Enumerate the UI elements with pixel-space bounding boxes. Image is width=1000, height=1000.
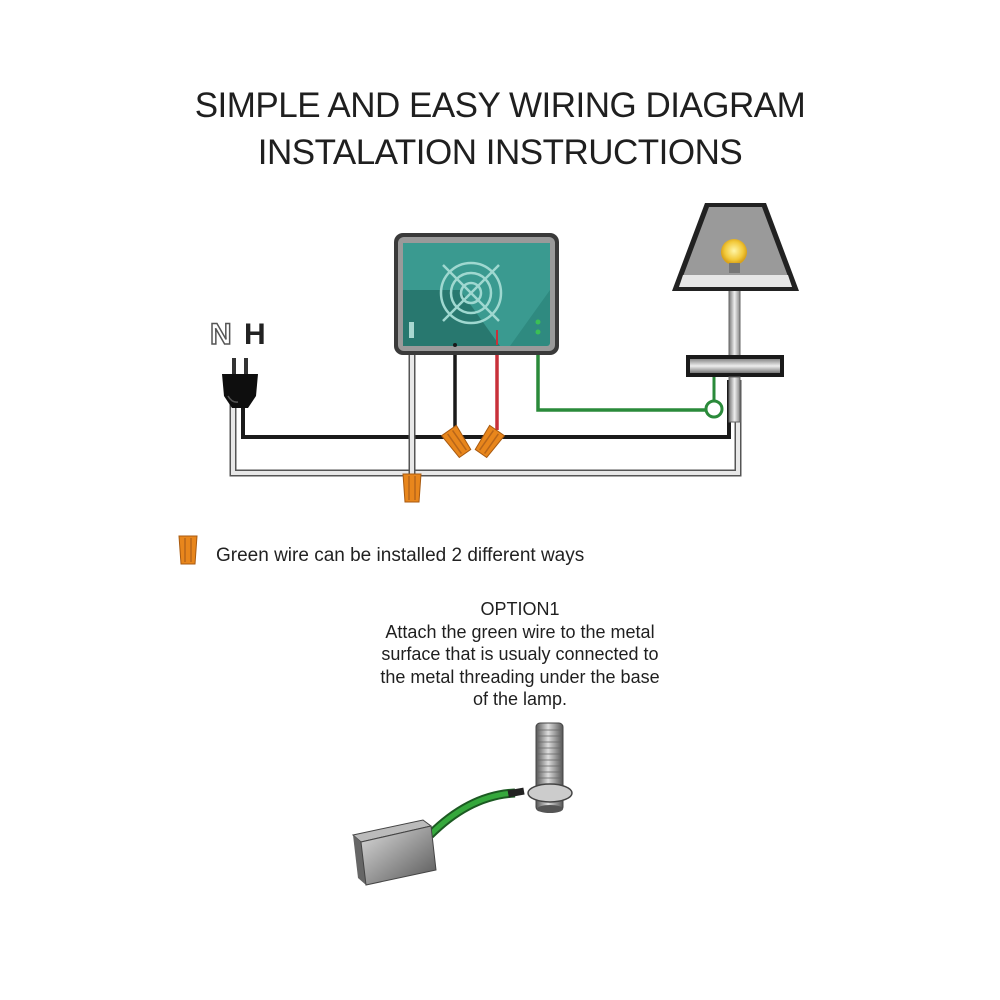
- option1-heading: OPTION1: [480, 599, 560, 619]
- green-wire: [428, 790, 516, 837]
- device-label-mark: [409, 322, 414, 338]
- ground-wire: [536, 330, 708, 412]
- wire-nut-icon: [178, 535, 198, 565]
- neutral-label: N: [209, 317, 232, 352]
- wire-nut-neutral: [402, 473, 422, 503]
- option1-line: of the lamp.: [472, 689, 568, 709]
- light-bulb-icon: [721, 239, 747, 265]
- neutral-wire: [229, 380, 742, 477]
- option1-illustration: [351, 722, 573, 886]
- option1-line: Attach the green wire to the metal: [385, 621, 655, 642]
- lamp: [672, 203, 799, 423]
- legend-text: Green wire can be installed 2 different …: [216, 545, 585, 566]
- fan-grille-icon: [439, 261, 503, 325]
- option1-line: surface that is usualy connected to: [381, 644, 659, 664]
- wire-nut-red: [472, 424, 506, 460]
- option1-block: OPTION1 Attach the green wire to the met…: [330, 598, 710, 711]
- title-line-1: SIMPLE AND EASY WIRING DIAGRAM: [194, 86, 806, 125]
- threaded-bolt: [527, 722, 573, 813]
- option1-line: the metal threading under the base: [380, 666, 660, 687]
- ground-screw: [704, 399, 724, 419]
- title-line-2: INSTALATION INSTRUCTIONS: [257, 133, 743, 172]
- control-device: [394, 233, 559, 355]
- power-plug: [222, 358, 258, 408]
- wire-nut-black: [440, 424, 474, 460]
- hot-label: H: [244, 318, 266, 351]
- metal-box: [351, 819, 437, 886]
